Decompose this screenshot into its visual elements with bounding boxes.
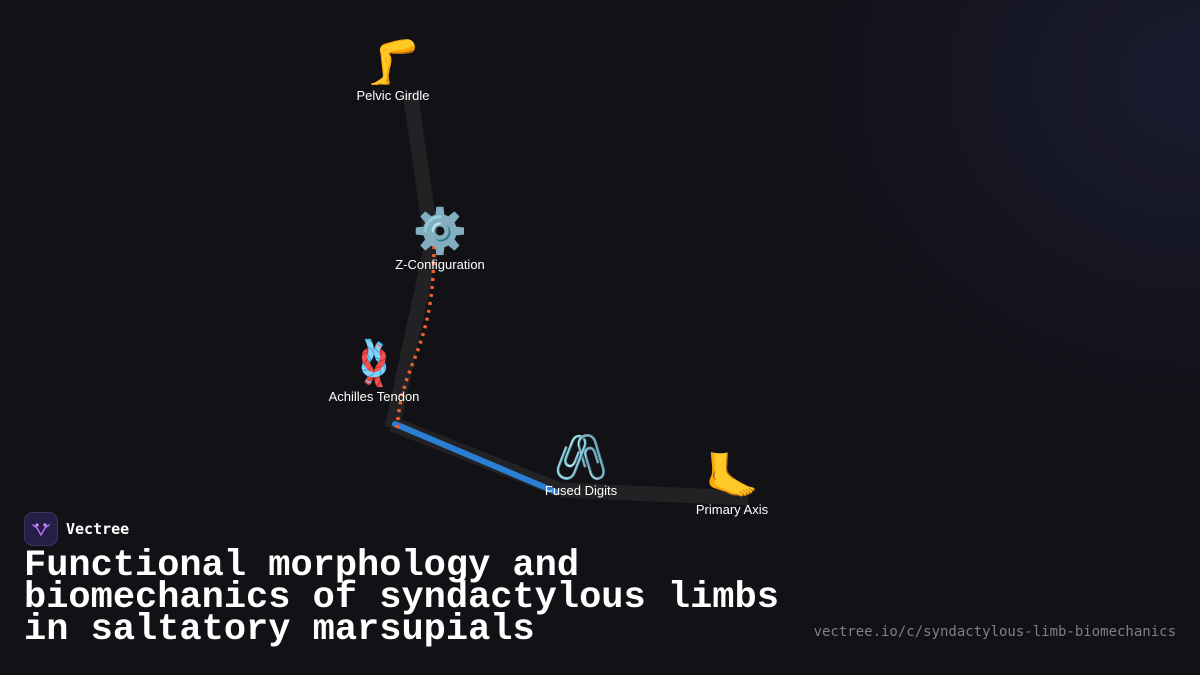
segment-digits-to-axis xyxy=(559,482,749,506)
page-url[interactable]: vectree.io/c/syndactylous-limb-biomechan… xyxy=(813,624,1176,640)
highlight-segment xyxy=(392,421,559,495)
node-pelvic-girdle[interactable]: 🦵 Pelvic Girdle xyxy=(293,37,493,104)
node-z-configuration[interactable]: ⚙️ Z-Configuration xyxy=(340,206,540,273)
node-fused-digits[interactable]: 🖇️ Fused Digits xyxy=(481,432,681,499)
linked-paperclips-icon: 🖇️ xyxy=(553,432,609,483)
node-primary-axis[interactable]: 🦶 Primary Axis xyxy=(632,451,832,518)
leg-icon: 🦵 xyxy=(365,37,421,88)
node-label: Z-Configuration xyxy=(395,257,485,272)
knot-icon: 🪢 xyxy=(346,338,402,389)
node-label: Pelvic Girdle xyxy=(356,88,430,103)
node-label: Primary Axis xyxy=(695,502,769,517)
segment-knee-to-ankle xyxy=(384,242,440,430)
node-label: Achilles Tendon xyxy=(328,389,420,404)
page-title: Functional morphology and biomechanics o… xyxy=(24,545,779,651)
vectree-logo-icon xyxy=(24,512,58,546)
foot-icon: 🦶 xyxy=(704,451,760,502)
segment-pelvic-to-knee xyxy=(402,90,440,246)
brand-name: Vectree xyxy=(66,520,130,538)
node-achilles-tendon[interactable]: 🪢 Achilles Tendon xyxy=(274,338,474,405)
node-label: Fused Digits xyxy=(544,483,618,498)
gear-icon: ⚙️ xyxy=(412,206,468,257)
brand[interactable]: Vectree xyxy=(24,512,129,546)
